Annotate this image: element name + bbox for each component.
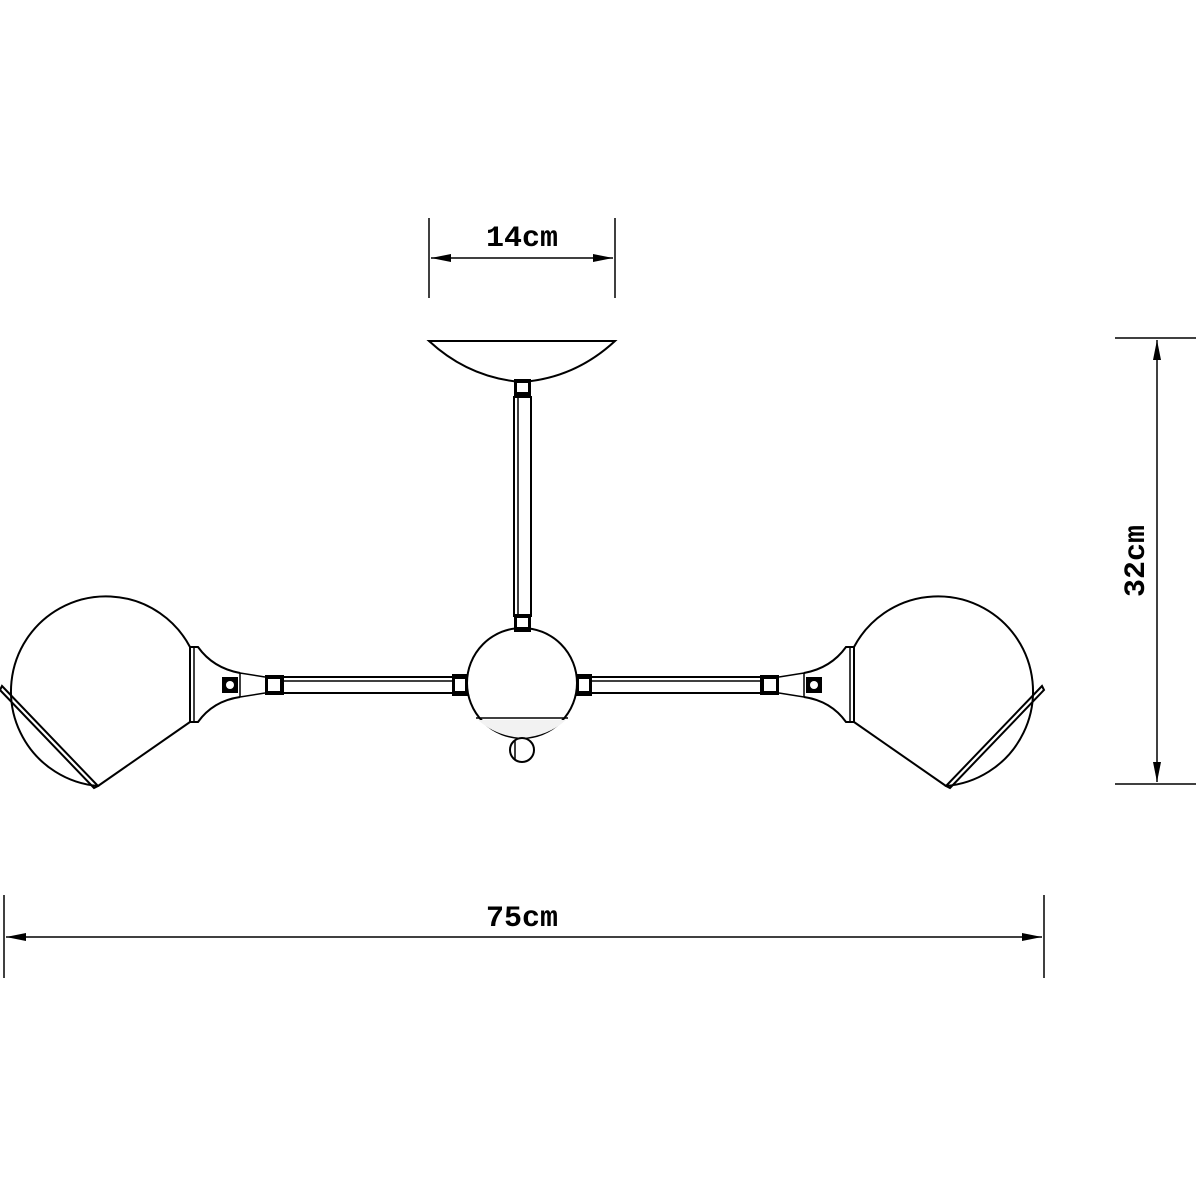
left-arm-tube [282,676,454,694]
right-socket-collar [803,646,855,723]
vertical-stem [513,396,532,617]
right-glass-globe [853,595,1034,787]
right-globe-rim [944,684,1046,790]
bottom-finial [509,737,535,763]
canopy-width-dimension: 14cm [428,218,616,298]
canopy-width-label: 14cm [486,222,558,256]
ceiling-canopy [426,340,618,384]
overall-width-label: 75cm [486,902,558,936]
left-globe-rim [0,684,100,790]
left-socket-collar [189,646,241,723]
height-dimension: 32cm [1115,337,1196,785]
ceiling-lamp-fixture [0,340,1046,790]
overall-width-dimension: 75cm [3,895,1045,978]
left-glass-globe [10,595,191,787]
right-socket-joint [778,672,805,698]
left-socket-joint [239,672,266,698]
height-label: 32cm [1120,525,1154,597]
right-arm-tube [590,676,762,694]
